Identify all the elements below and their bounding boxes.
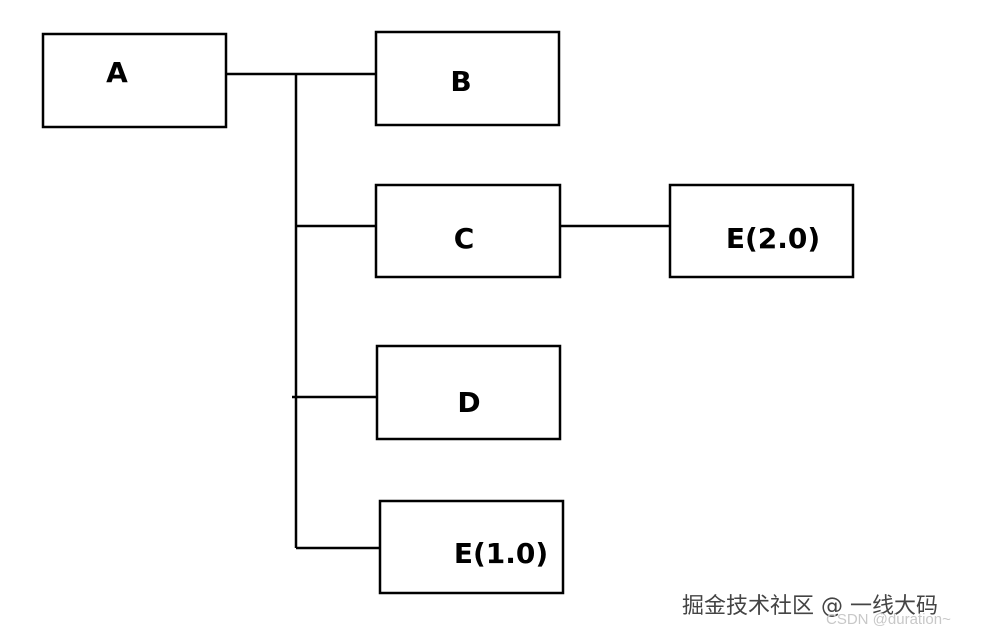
node-e2-label: E(2.0) — [726, 222, 820, 255]
node-a: A — [41, 32, 228, 129]
node-d-label: D — [457, 386, 480, 419]
watermark-juejin: 掘金技术社区 @ 一线大码 — [682, 594, 938, 619]
node-e2: E(2.0) — [668, 183, 855, 279]
node-b: B — [374, 30, 561, 127]
node-e1-label: E(1.0) — [454, 537, 548, 570]
node-b-label: B — [450, 65, 471, 98]
node-a-label: A — [106, 56, 128, 89]
node-e1: E(1.0) — [378, 499, 565, 595]
node-c: C — [374, 183, 562, 279]
node-d: D — [375, 344, 562, 441]
watermark-csdn: CSDN @duration~ — [826, 611, 951, 628]
node-c-label: C — [454, 222, 475, 255]
